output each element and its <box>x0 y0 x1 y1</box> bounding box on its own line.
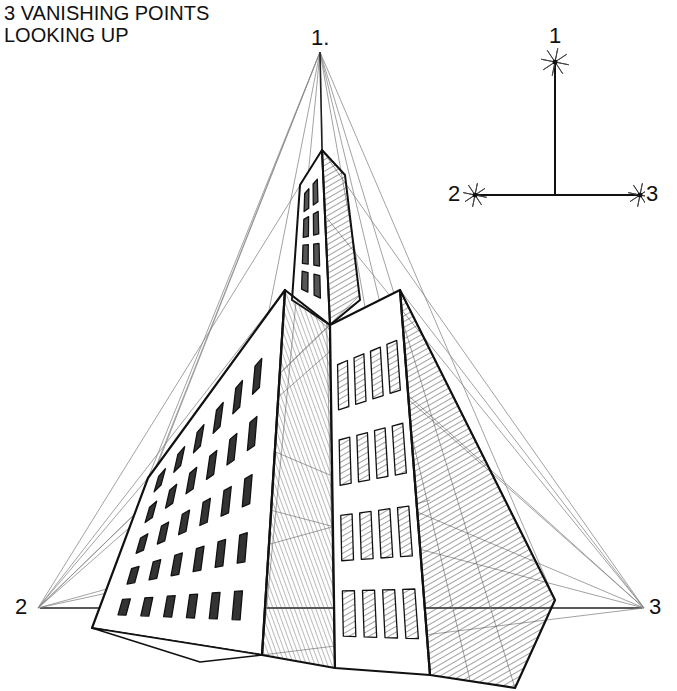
vanishing-star <box>468 185 481 205</box>
window <box>252 358 261 394</box>
window <box>313 179 318 205</box>
window <box>213 403 223 434</box>
window <box>303 217 308 238</box>
window <box>392 423 406 475</box>
window <box>145 501 157 522</box>
building-face-shaded <box>400 290 555 688</box>
window <box>354 354 366 405</box>
window <box>166 484 177 508</box>
vanishing-star <box>541 59 568 65</box>
vanishing-star <box>543 54 566 69</box>
vanishing-star <box>463 193 487 198</box>
window <box>232 591 242 620</box>
vanishing-point-number: 2 <box>14 595 28 619</box>
window <box>342 591 355 637</box>
window <box>302 245 308 265</box>
vanishing-star <box>547 50 562 73</box>
window <box>304 189 309 212</box>
window <box>383 590 398 638</box>
window <box>186 594 197 618</box>
vanishing-point <box>473 193 478 198</box>
window <box>227 433 237 465</box>
vanishing-point-number: 1. <box>310 26 330 50</box>
window <box>370 347 383 399</box>
axis-line <box>554 62 556 195</box>
vanishing-star <box>473 183 478 207</box>
window <box>171 553 182 576</box>
window <box>387 340 400 393</box>
window <box>193 546 204 571</box>
window <box>237 533 247 564</box>
window <box>118 599 130 615</box>
vanishing-star <box>552 48 558 75</box>
vanishing-point-number: 2 <box>447 182 461 206</box>
window <box>247 417 257 451</box>
window <box>341 514 354 561</box>
vanishing-star <box>463 193 487 198</box>
window <box>157 522 168 544</box>
window <box>375 428 388 479</box>
tower-face-shaded <box>322 150 360 325</box>
axis-line <box>475 194 640 196</box>
window <box>149 560 161 580</box>
window <box>403 589 419 639</box>
window <box>338 361 349 410</box>
base-edge <box>92 628 262 662</box>
vanishing-point-number: 3 <box>648 595 662 619</box>
window <box>339 437 351 485</box>
vanishing-star <box>547 50 562 73</box>
window <box>302 271 308 292</box>
window <box>362 590 376 637</box>
window <box>357 433 370 482</box>
window <box>360 511 373 559</box>
vanishing-star <box>543 54 566 69</box>
vertical-axis <box>320 52 322 150</box>
vanishing-star <box>468 185 481 205</box>
window <box>174 447 185 473</box>
window <box>141 597 153 616</box>
building-face-shaded <box>262 290 335 668</box>
window <box>313 211 318 235</box>
window <box>221 486 231 516</box>
vanishing-star <box>638 183 643 207</box>
vanishing-star <box>465 188 485 201</box>
vanishing-point-number: 1 <box>548 24 562 48</box>
window <box>379 509 393 558</box>
window <box>233 380 243 413</box>
window <box>314 244 320 267</box>
vanishing-star <box>552 48 558 75</box>
window <box>206 450 216 479</box>
vanishing-point <box>553 60 558 65</box>
vanishing-point <box>638 193 643 198</box>
window <box>127 566 139 584</box>
window <box>242 475 252 507</box>
window <box>136 534 148 554</box>
window <box>397 506 412 557</box>
window <box>186 467 197 493</box>
building-face <box>92 290 285 655</box>
vanishing-star <box>473 183 478 207</box>
window <box>179 510 190 535</box>
window <box>193 425 203 453</box>
window <box>314 274 320 298</box>
vanishing-star <box>638 183 643 207</box>
vanishing-star <box>541 59 568 65</box>
window <box>200 498 211 525</box>
window <box>215 539 226 567</box>
vanishing-point-number: 3 <box>645 182 659 206</box>
vanishing-star <box>465 188 485 201</box>
window <box>154 469 165 492</box>
diagram-title: 3 VANISHING POINTS LOOKING UP <box>4 2 219 46</box>
window <box>209 592 220 618</box>
window <box>164 596 176 617</box>
